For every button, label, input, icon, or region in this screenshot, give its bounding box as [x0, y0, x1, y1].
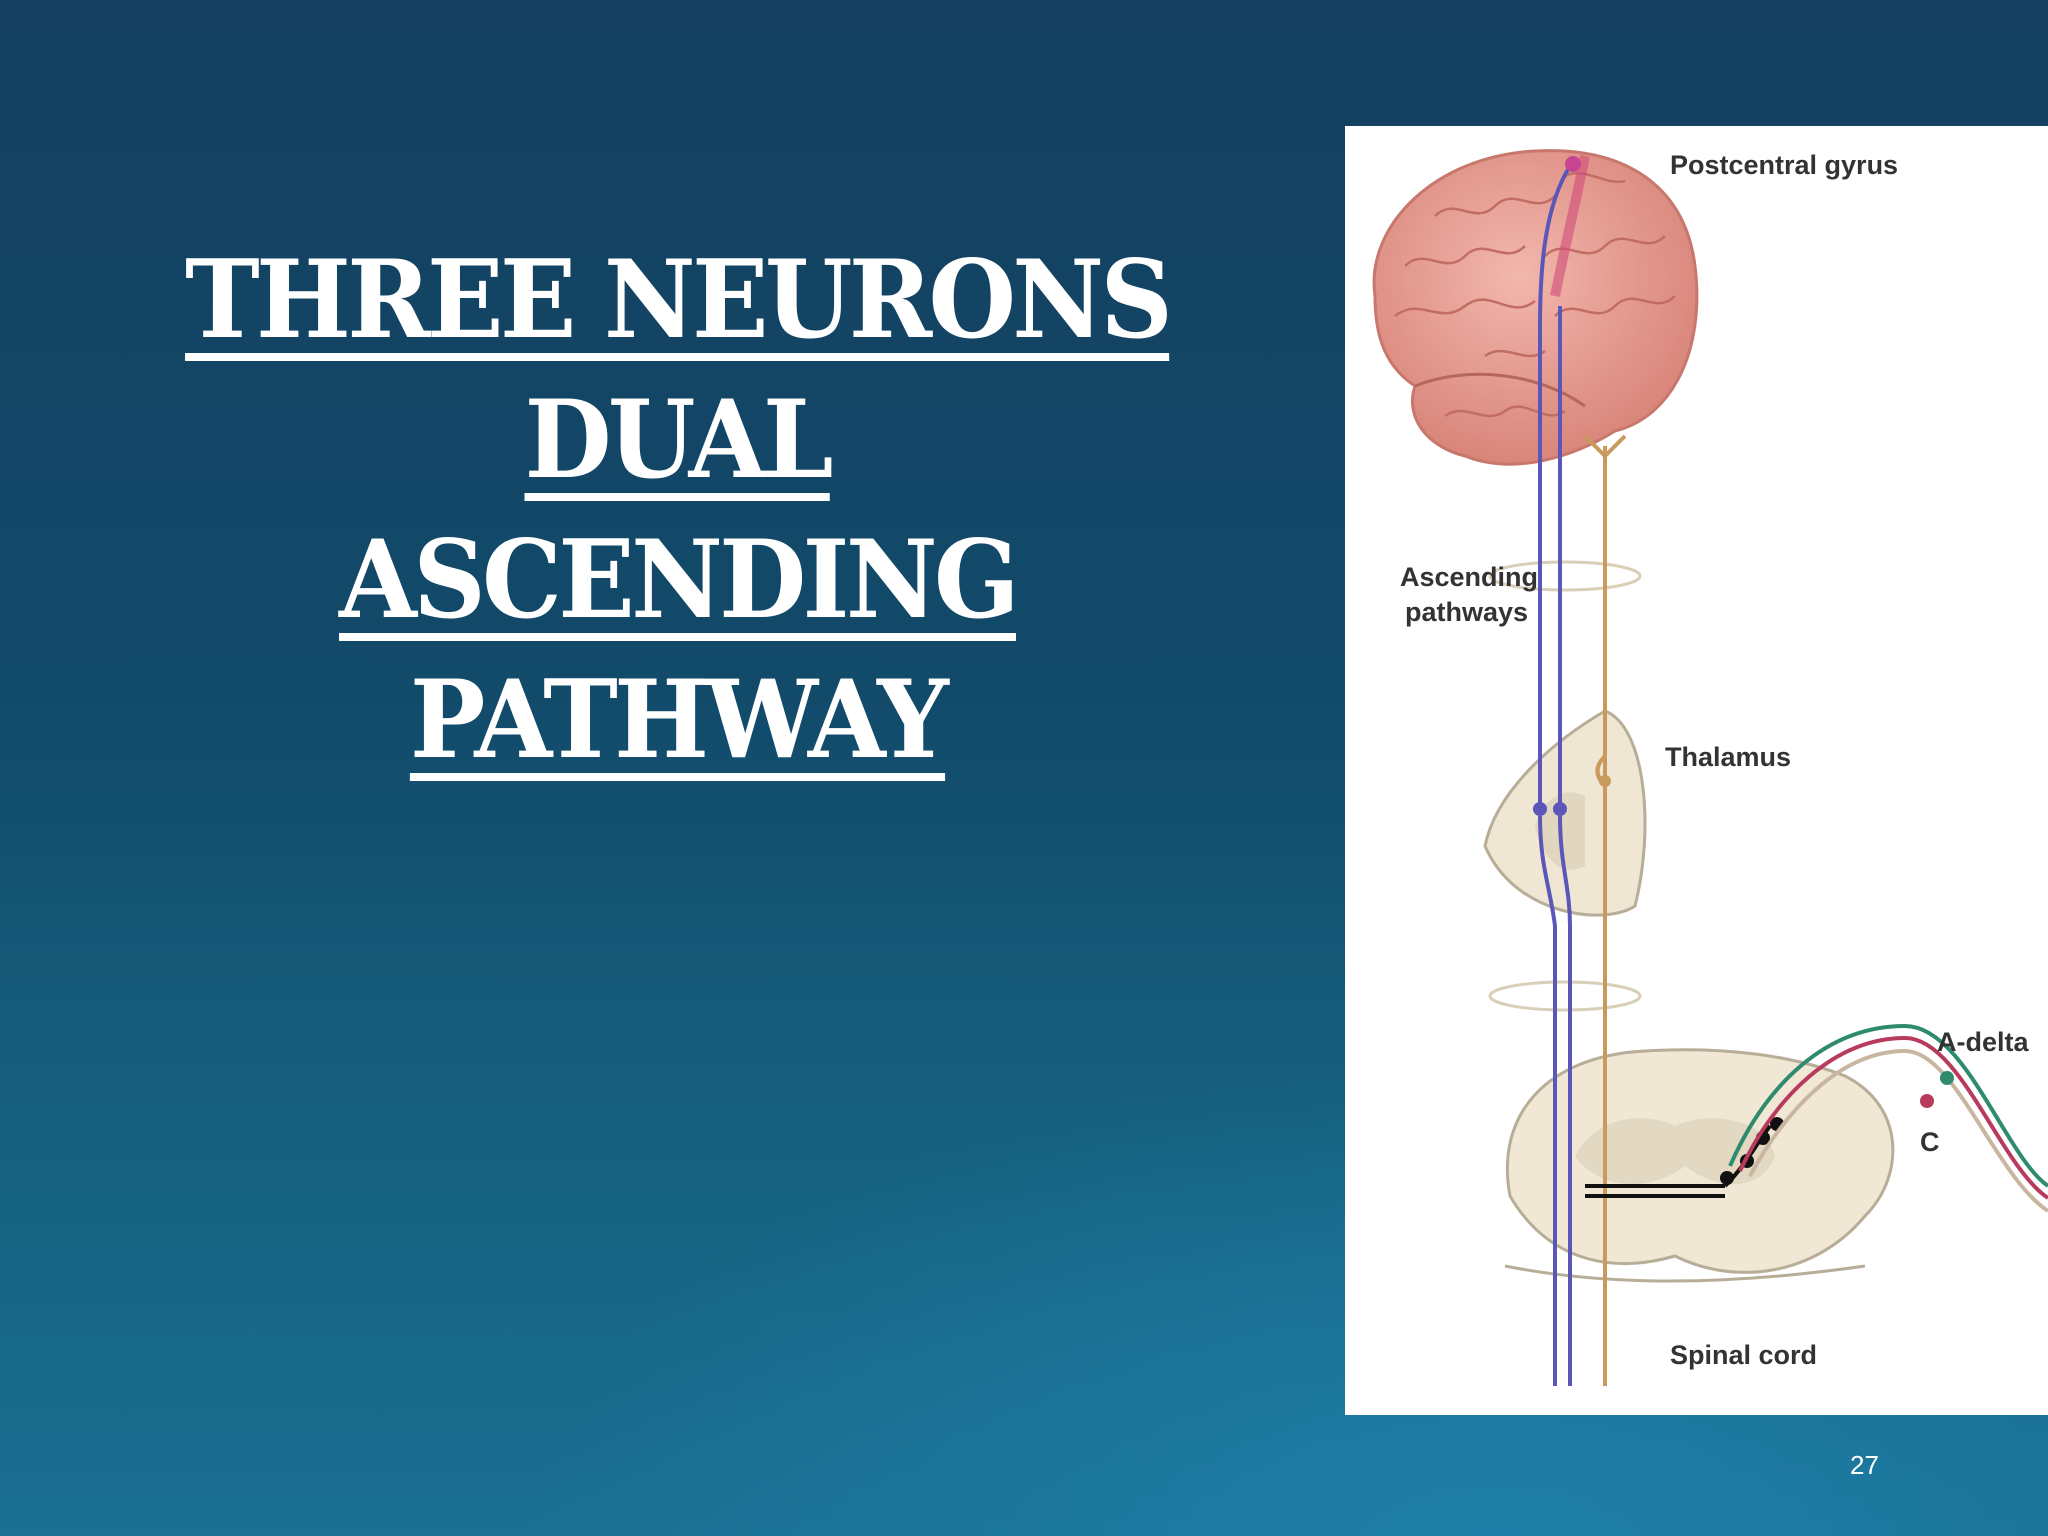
slide-title: THREE NEURONS DUAL ASCENDING PATHWAY	[10, 230, 1345, 790]
brain	[1372, 149, 1699, 466]
title-text-2: DUAL	[524, 377, 834, 503]
label-thalamus: Thalamus	[1665, 742, 1791, 772]
spinal-cord	[1504, 1048, 1895, 1283]
pain-pathway-figure: Postcentral gyrus Ascending pathways Tha…	[1345, 126, 2048, 1415]
label-c: C	[1920, 1127, 1940, 1157]
c-fiber-dot	[1920, 1094, 1934, 1108]
fast-pathway	[1538, 164, 1572, 1386]
slow-pathway-neuron	[1599, 775, 1611, 787]
page-number: 27	[1850, 1450, 1879, 1480]
title-line-1: THREE NEURONS	[10, 230, 1345, 370]
pathway-illustration: Postcentral gyrus Ascending pathways Tha…	[1372, 149, 2048, 1386]
label-ascending-pathways-2: pathways	[1405, 597, 1528, 627]
label-postcentral-gyrus: Postcentral gyrus	[1670, 150, 1898, 180]
pathway-rings	[1488, 560, 1642, 1012]
fast-pathway-neurons	[1533, 156, 1581, 816]
title-line-3: ASCENDING PATHWAY	[10, 510, 1345, 790]
label-spinal-cord: Spinal cord	[1670, 1340, 1817, 1370]
a-delta-dot	[1940, 1071, 1954, 1085]
peripheral-fibers	[1728, 1023, 2048, 1213]
label-ascending-pathways-1: Ascending	[1400, 562, 1538, 592]
title-text-1: THREE NEURONS	[185, 237, 1173, 363]
title-line-2: DUAL	[10, 370, 1345, 510]
label-a-delta: A-delta	[1937, 1027, 2029, 1057]
title-text-3: ASCENDING PATHWAY	[339, 517, 1020, 783]
